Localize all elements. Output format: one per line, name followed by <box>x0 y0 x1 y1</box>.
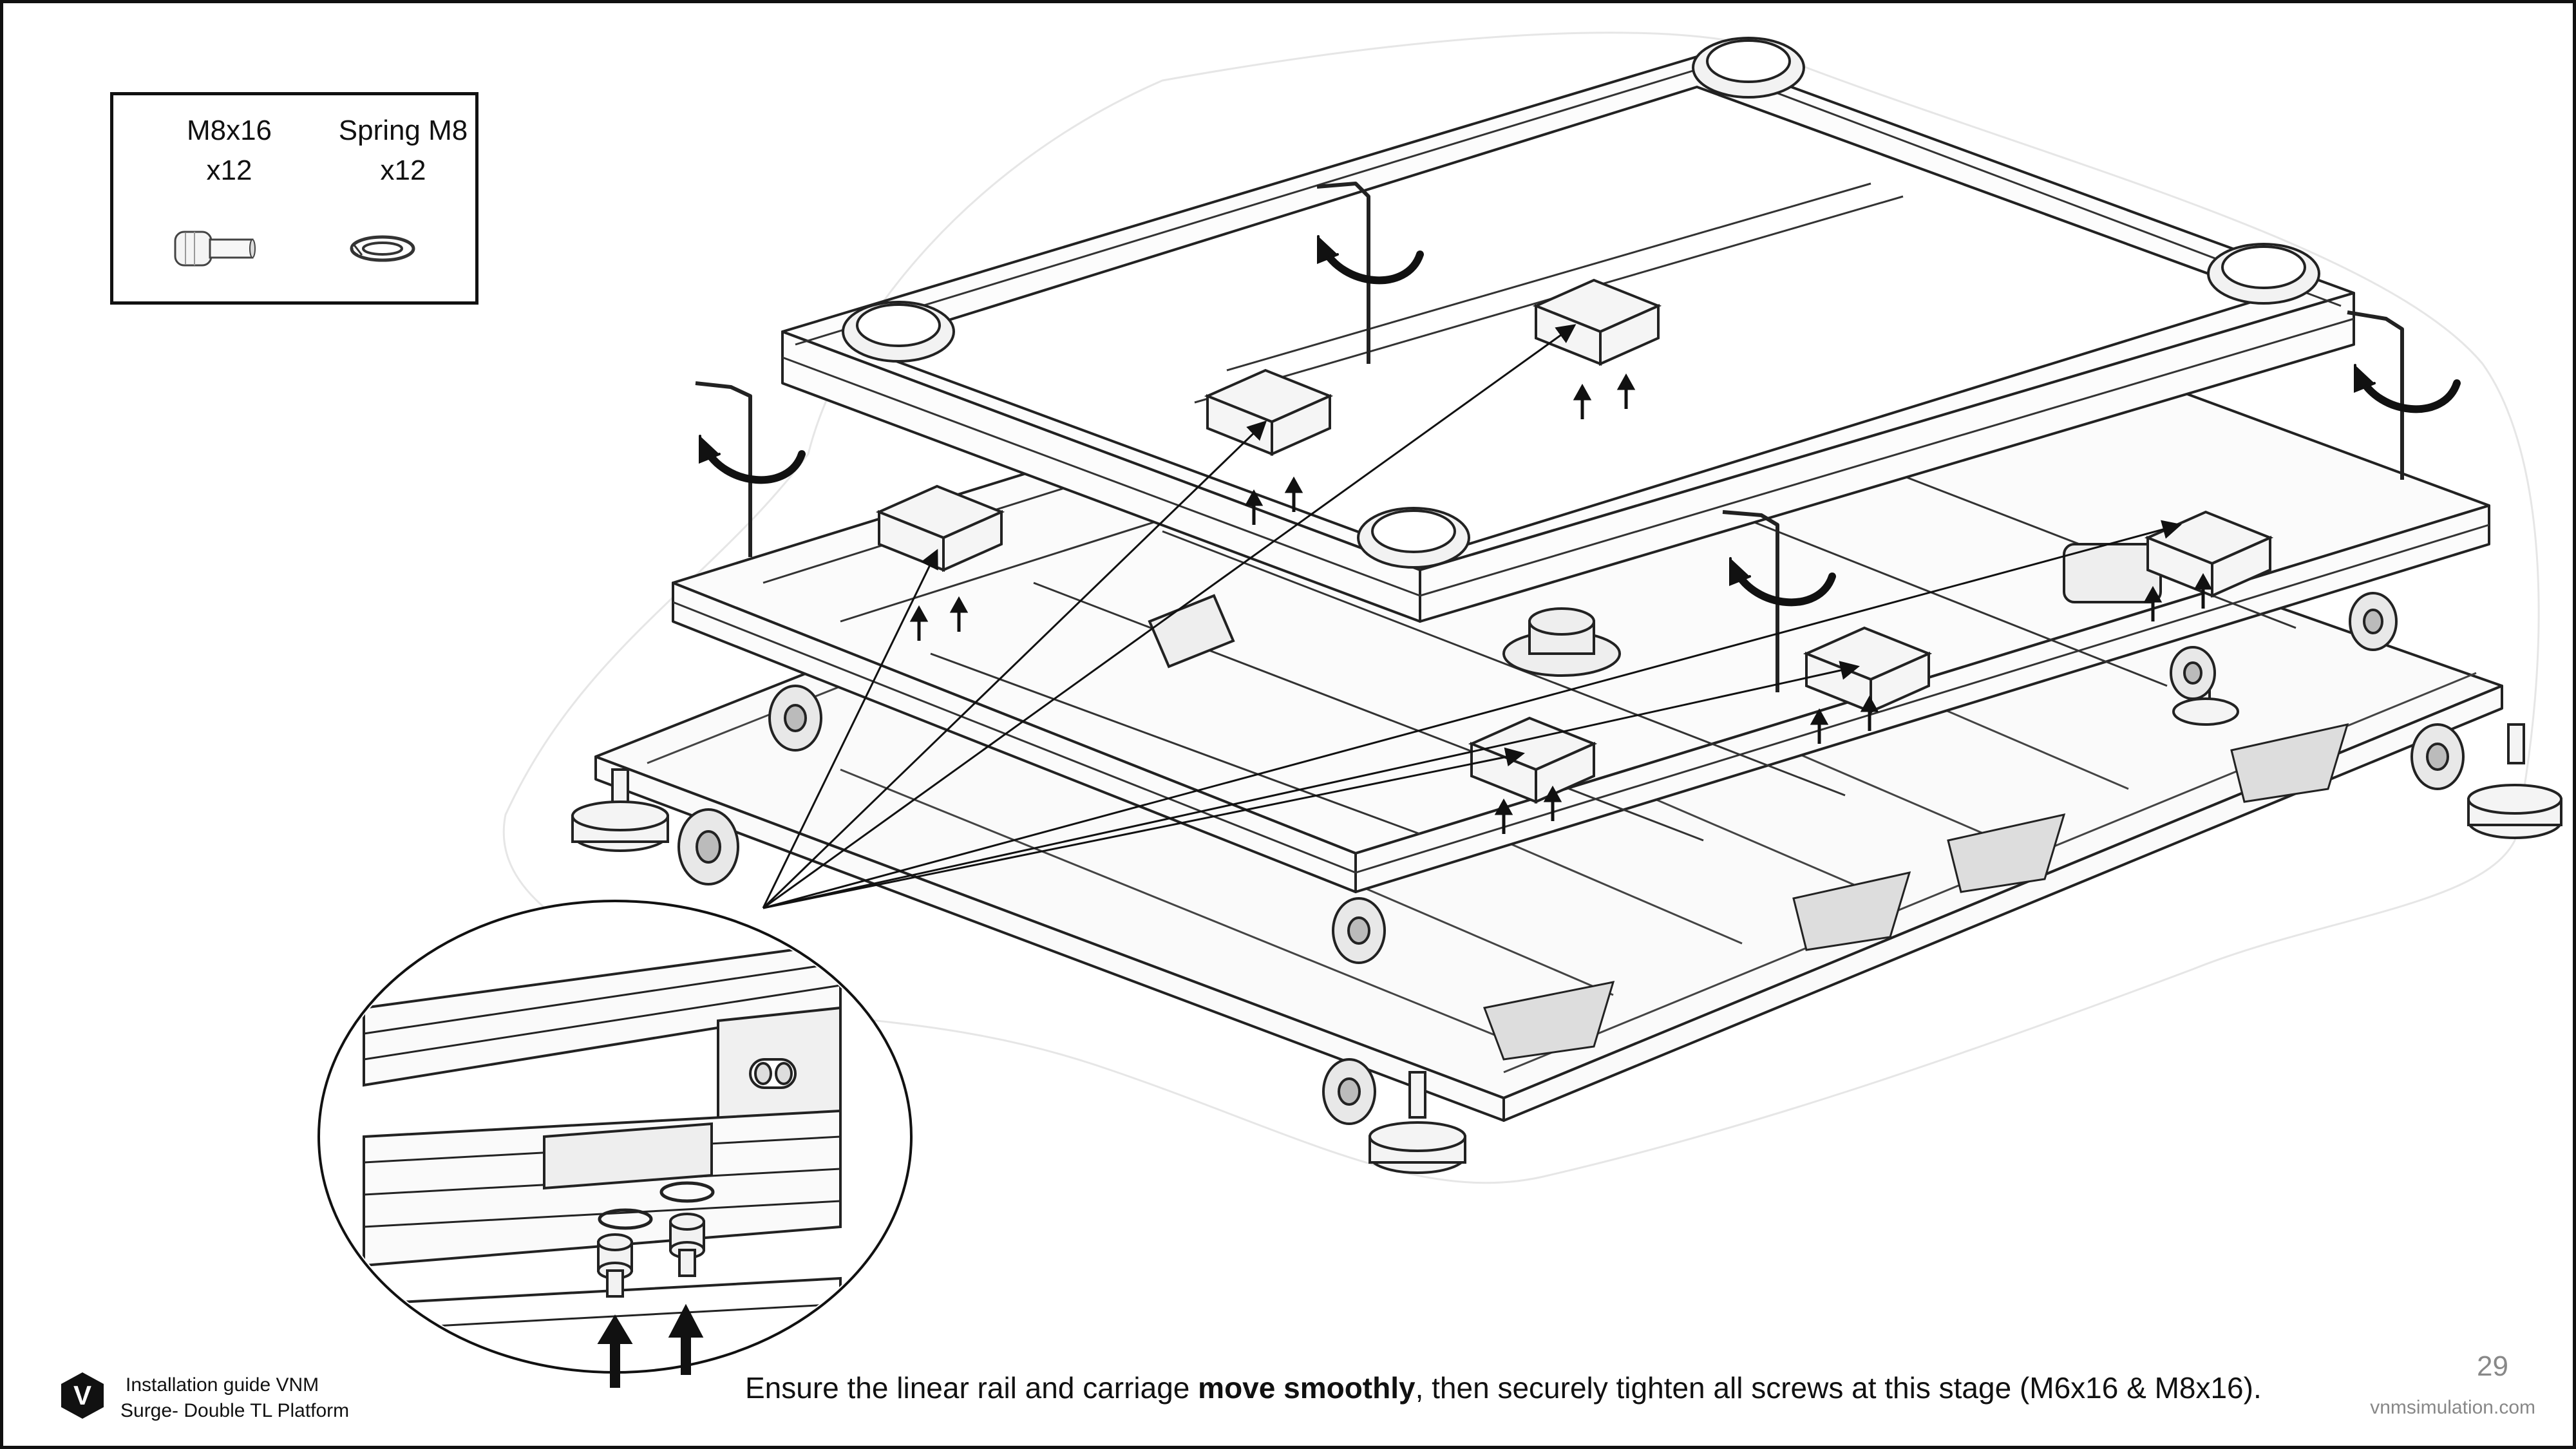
part-spring-m8: Spring M8 x12 <box>326 111 480 191</box>
caster-2 <box>768 685 822 752</box>
foot-left <box>571 768 669 852</box>
rotate-arrow-icon <box>699 235 2461 607</box>
logo-icon: V <box>61 1372 104 1419</box>
casters <box>677 592 2465 1125</box>
page-number: 29 <box>2477 1350 2508 1382</box>
detail-callout <box>317 900 913 1388</box>
callout-leader-lines <box>762 324 2182 909</box>
rotate-arrow-3 <box>2356 373 2461 413</box>
leveling-feet <box>571 685 2562 1174</box>
foot-front <box>1368 1071 1466 1174</box>
guide-title-line1: Installation guide VNM <box>126 1374 319 1396</box>
caster-7 <box>2170 646 2216 700</box>
cup-1 <box>842 301 955 363</box>
cup-2 <box>1692 37 1805 99</box>
assembly-illustration <box>317 32 2562 1388</box>
part-qty: x12 <box>206 155 252 186</box>
instruction-after: , then securely tighten all screws at th… <box>1415 1371 2262 1405</box>
bolt-icon <box>174 231 256 267</box>
carriage-blocks <box>875 278 2274 804</box>
caster-1 <box>677 808 739 886</box>
rail-brackets <box>1482 723 2349 1061</box>
parts-list-box: M8x16 x12 Spring M8 x12 <box>110 92 478 305</box>
instruction-emphasis: move smoothly <box>1198 1371 1416 1405</box>
cup-3 <box>2207 243 2320 305</box>
guide-title: Installation guide VNM Surge- Double TL … <box>120 1372 349 1424</box>
up-arrow-group-4 <box>1810 695 1879 744</box>
cup-4 <box>1357 507 1470 569</box>
foot-right <box>2467 723 2562 839</box>
rotate-arrow-1 <box>701 444 806 484</box>
corner-cups <box>842 37 2320 569</box>
detail-spring-washers <box>598 1181 715 1230</box>
detail-up-arrows <box>597 1303 704 1388</box>
rotate-arrow-4 <box>1732 566 1836 607</box>
caster-3 <box>1332 897 1386 964</box>
halo-outline <box>502 32 2540 1184</box>
up-arrow-group-5 <box>1494 785 1562 834</box>
carriage-5 <box>1468 716 1598 804</box>
rotate-arrow-2 <box>1320 244 1424 285</box>
up-arrow-group-1 <box>1244 476 1303 525</box>
guide-title-line2: Surge- Double TL Platform <box>120 1400 350 1421</box>
logo-letter: V <box>73 1380 91 1410</box>
up-arrow-icon <box>909 373 2213 834</box>
part-name: Spring M8 <box>338 115 468 146</box>
part-qty: x12 <box>380 155 426 186</box>
up-arrow-group-2 <box>1573 373 1636 419</box>
instruction-before: Ensure the linear rail and carriage <box>745 1371 1198 1405</box>
hex-key-4 <box>1722 510 1779 692</box>
detail-bolts <box>597 1213 705 1298</box>
caster-6 <box>2349 592 2398 651</box>
caster-5 <box>2410 723 2465 790</box>
spring-washer-icon <box>350 235 415 262</box>
up-arrow-group-6 <box>2143 573 2213 621</box>
up-arrow-group-3 <box>909 596 969 641</box>
caster-4 <box>1322 1058 1376 1125</box>
part-name: M8x16 <box>186 115 272 146</box>
website-url: vnmsimulation.com <box>2370 1397 2535 1418</box>
instruction-text: Ensure the linear rail and carriage move… <box>745 1368 2291 1407</box>
part-m8x16: M8x16 x12 <box>152 111 307 191</box>
